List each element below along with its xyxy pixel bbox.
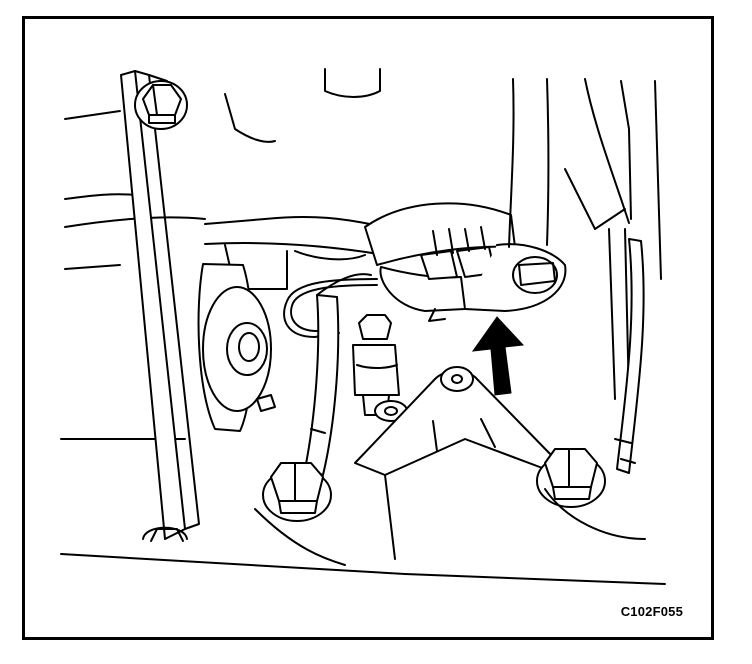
pulley-hub xyxy=(197,263,276,432)
strut-top-bolt xyxy=(134,80,188,130)
bracket-bolt-right xyxy=(536,448,606,508)
electrical-connector xyxy=(364,202,567,322)
engine-block-outline xyxy=(60,68,666,585)
coolant-hose xyxy=(304,273,372,476)
figure-frame: C102F055 xyxy=(22,16,714,640)
bracket-bolt-left xyxy=(262,462,332,522)
strut-bottom-bolt xyxy=(142,526,188,542)
engine-bay-illustration xyxy=(60,68,666,585)
mounting-bracket xyxy=(354,366,556,476)
figure-code-label: C102F055 xyxy=(620,604,683,619)
support-strut xyxy=(120,70,200,540)
right-cable xyxy=(614,238,645,474)
pressure-sensor xyxy=(352,314,408,422)
direction-arrow xyxy=(471,316,525,396)
lower-casting xyxy=(254,474,646,566)
